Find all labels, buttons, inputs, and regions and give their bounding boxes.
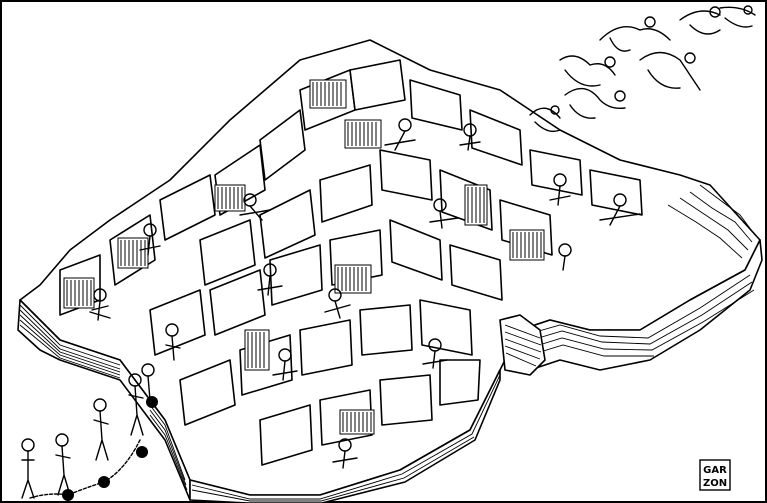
reader-11 <box>272 348 298 381</box>
reader-5 <box>459 123 481 151</box>
right-page-fan-lines <box>524 184 756 357</box>
reader-2 <box>139 223 161 256</box>
reader-13 <box>332 438 358 469</box>
chain <box>29 439 141 499</box>
spine-lines <box>504 324 542 367</box>
flying-figure-6 <box>529 105 561 133</box>
left-page-edge-lines <box>19 304 188 491</box>
flying-figure-2 <box>679 6 721 35</box>
flying-figures <box>529 5 756 133</box>
flying-figure-4 <box>639 51 701 91</box>
chained-prisoners <box>21 323 181 499</box>
flying-figure-7 <box>719 5 756 28</box>
readers <box>89 118 641 469</box>
artist-signature: GAR ZON <box>699 459 731 491</box>
flying-figure-5 <box>564 87 626 119</box>
svg-text:ZON: ZON <box>703 478 727 489</box>
right-page-fan <box>519 239 763 371</box>
prisoner-5 <box>141 363 155 401</box>
flying-figure-1 <box>599 16 671 52</box>
prisoner-3 <box>93 398 109 461</box>
reader-9 <box>257 263 283 296</box>
svg-text:GAR: GAR <box>703 465 727 476</box>
prisoner-1 <box>21 438 35 499</box>
flying-figure-3 <box>559 55 616 87</box>
bottom-page-edge <box>189 369 501 503</box>
prisoner-4 <box>128 373 144 436</box>
reader-8 <box>599 193 641 226</box>
reader-3 <box>239 193 271 221</box>
reader-12 <box>422 338 448 369</box>
reader-7 <box>549 173 571 206</box>
prisoner-2 <box>55 433 71 496</box>
prisoner-6 <box>165 323 181 361</box>
reader-1 <box>89 288 111 321</box>
reader-10 <box>324 288 351 319</box>
bookshelves <box>63 79 545 435</box>
reader-14 <box>558 243 572 271</box>
reader-4 <box>384 118 416 151</box>
ball-and-chain <box>62 396 158 501</box>
left-page-edge <box>17 299 191 501</box>
reader-6 <box>429 198 459 229</box>
bottom-page-edge-lines <box>191 374 501 502</box>
